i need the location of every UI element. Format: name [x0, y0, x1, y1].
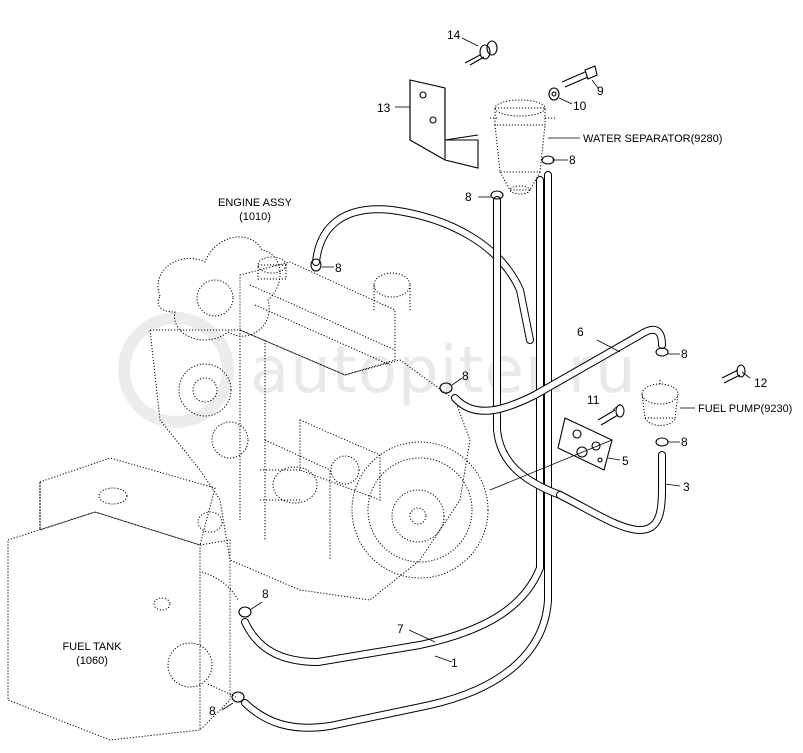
- callout-8-engine-top: 8: [335, 261, 342, 275]
- callout-13: 13: [377, 101, 391, 115]
- watermark: autopiter.ru: [118, 312, 636, 428]
- callout-6: 6: [577, 325, 584, 339]
- callout-8-tank-upper: 8: [262, 587, 269, 601]
- fuel-tank-code: (1060): [76, 655, 108, 667]
- bolt-11: [597, 404, 625, 426]
- bracket-13: [409, 79, 479, 169]
- fuel-tank-label: FUEL TANK: [62, 641, 122, 653]
- callout-8-pump-bottom: 8: [681, 435, 688, 449]
- pump-plate-5: [557, 417, 613, 471]
- callout-8-engine-side: 8: [462, 369, 469, 383]
- callout-8-tank-lower: 8: [209, 704, 216, 718]
- callout-3: 3: [683, 480, 690, 494]
- callout-8-separator-left: 8: [465, 190, 472, 204]
- water-separator-label: WATER SEPARATOR(9280): [583, 133, 722, 145]
- fuel-pump: [641, 380, 679, 426]
- bolt-9: [561, 65, 598, 88]
- bolt-12: [721, 364, 746, 384]
- clamps: [231, 155, 669, 703]
- water-separator: [490, 99, 555, 195]
- callout-11: 11: [587, 393, 600, 407]
- callout-9: 9: [597, 84, 604, 98]
- engine-assy-label: ENGINE ASSY: [218, 197, 293, 209]
- washer-10: [548, 87, 560, 101]
- callout-8-separator-right: 8: [569, 153, 576, 167]
- callout-5: 5: [622, 454, 629, 468]
- engine-assembly: [149, 236, 489, 601]
- fuel-pump-label: FUEL PUMP(9230): [698, 403, 792, 415]
- callout-7: 7: [397, 622, 404, 636]
- callout-8-pump-top: 8: [681, 347, 688, 361]
- hoses: [241, 171, 666, 732]
- callout-1: 1: [451, 656, 458, 670]
- callout-12: 12: [754, 376, 768, 390]
- bolt-14: [464, 40, 498, 66]
- engine-assy-code: (1010): [239, 211, 271, 223]
- callout-10: 10: [573, 99, 587, 113]
- leader-lines: [221, 37, 751, 711]
- fuel-tank: [7, 457, 239, 741]
- callout-14: 14: [447, 28, 461, 42]
